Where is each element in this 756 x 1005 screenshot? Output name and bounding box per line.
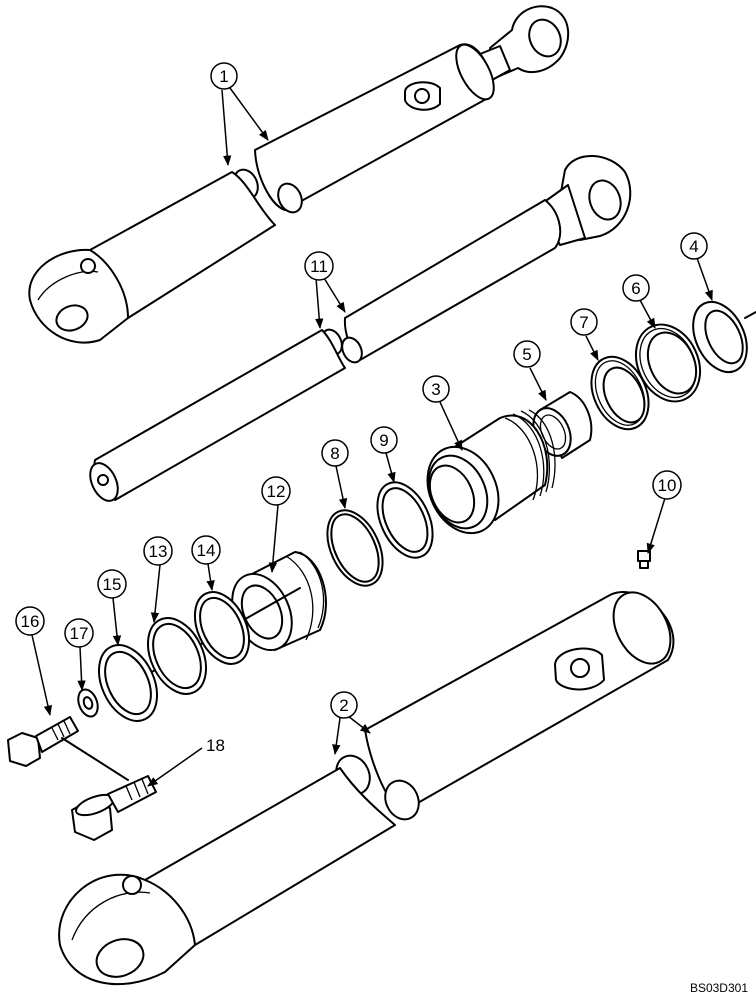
- rod-seal-7: [590, 355, 650, 431]
- piston-ring-13: [146, 617, 208, 695]
- leader-lines: [31, 87, 713, 787]
- callout-6-label: 6: [631, 279, 640, 298]
- callout-9-label: 9: [379, 431, 388, 450]
- callout-9: 9: [370, 426, 398, 454]
- callout-4-label: 4: [689, 237, 698, 256]
- callout-11: 11: [304, 251, 334, 281]
- callout-10-label: 10: [658, 476, 677, 495]
- callout-12: 12: [261, 476, 291, 506]
- callout-8: 8: [321, 439, 349, 467]
- o-ring: [326, 509, 384, 587]
- callout-15: 15: [97, 569, 127, 599]
- callout-18: 18: [206, 736, 225, 755]
- callout-1: 1: [210, 62, 238, 90]
- callout-13-label: 13: [149, 542, 168, 561]
- grease-fitting: [637, 550, 651, 569]
- callout-2: 2: [330, 691, 358, 719]
- callout-10: 10: [652, 470, 682, 500]
- callout-7-label: 7: [579, 313, 588, 332]
- callout-1-label: 1: [219, 67, 228, 86]
- callout-3-label: 3: [431, 380, 440, 399]
- callout-15-label: 15: [103, 575, 122, 594]
- backup-ring: [376, 481, 434, 559]
- piston-rod: [89, 155, 632, 502]
- callout-4: 4: [680, 232, 708, 260]
- bolt-18: [61, 737, 157, 841]
- callout-14-label: 14: [197, 541, 216, 560]
- callout-5: 5: [513, 340, 541, 368]
- callout-6: 6: [622, 274, 650, 302]
- wear-ring: [97, 644, 159, 722]
- drawing-id: BS03D301: [690, 981, 748, 995]
- gland: [426, 409, 556, 535]
- cylinder-barrel: [58, 591, 675, 986]
- piston: [119, 551, 327, 691]
- callout-18-label: 18: [206, 736, 225, 755]
- callout-14: 14: [191, 535, 221, 565]
- piston-ring-14: [193, 591, 251, 665]
- callout-3: 3: [422, 375, 450, 403]
- washer: [77, 688, 99, 718]
- callout-16: 16: [15, 606, 45, 636]
- callout-16-label: 16: [21, 612, 40, 631]
- callout-11-label: 11: [310, 257, 328, 276]
- wiper-seal: [692, 300, 756, 374]
- callout-17: 17: [64, 618, 94, 648]
- bolt: [7, 716, 79, 767]
- callout-13: 13: [143, 536, 173, 566]
- callout-2-label: 2: [339, 696, 348, 715]
- callout-17-label: 17: [70, 624, 89, 643]
- callout-7: 7: [570, 308, 598, 336]
- callout-12-label: 12: [267, 482, 286, 501]
- callout-5-label: 5: [522, 345, 531, 364]
- callout-8-label: 8: [330, 444, 339, 463]
- cylinder-assembly-top: [28, 5, 570, 344]
